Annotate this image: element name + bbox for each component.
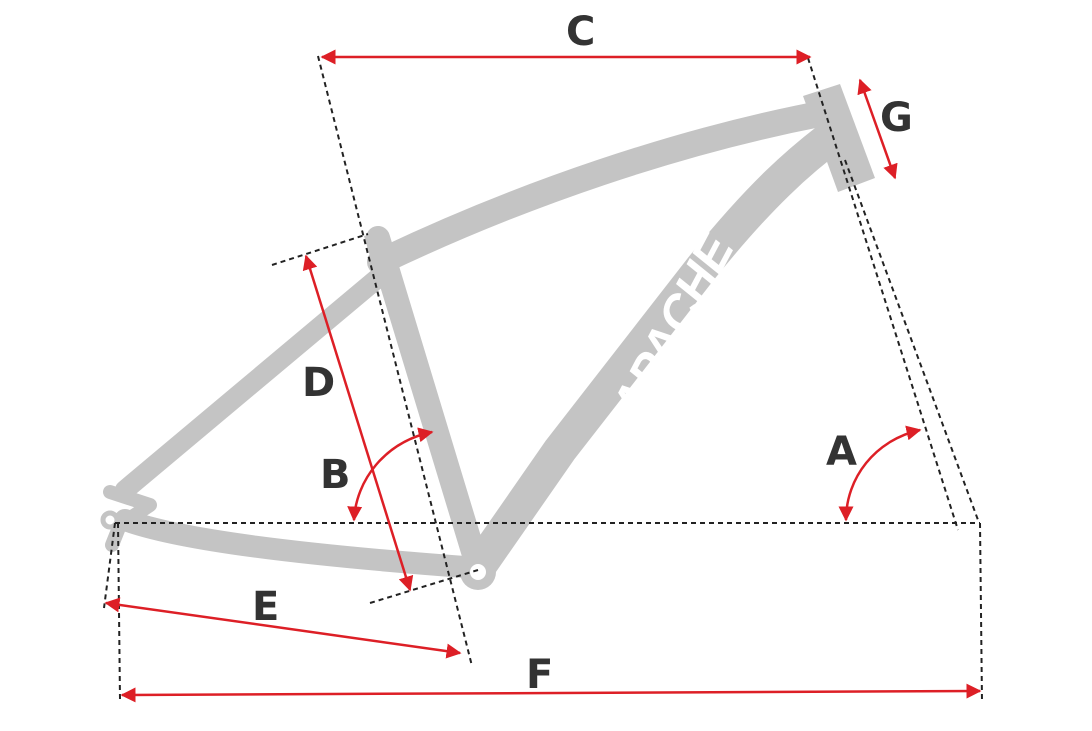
rear-dropout [103,485,157,552]
dimension-a-arc [838,425,922,522]
rear-axle [100,510,120,530]
seat-top-tick [271,233,369,266]
chain-stay [114,509,489,579]
label-c: C [566,9,595,55]
head-tube [803,84,875,192]
dimension-arrows [104,49,982,703]
seat-tube [366,226,490,580]
dimension-d-arrow [302,254,414,592]
dimension-g-arrow [857,78,898,180]
head-axis-line-1 [807,57,959,531]
guide-lines [103,55,983,703]
brand-logo-text: APACHE [599,224,745,432]
dimension-labels: A B C D E F G [252,9,913,698]
top-tube [367,99,843,275]
label-b: B [320,452,351,498]
frame [103,99,855,585]
label-g: G [880,95,913,141]
bottom-bracket-hole [470,564,486,580]
label-d: D [302,360,335,406]
label-a: A [826,429,857,475]
label-f: F [526,652,553,698]
dimension-f-arrow [120,683,982,703]
seat-axis-line [317,55,473,667]
front-vertical-line [979,522,983,703]
dimension-b-arc [347,427,434,522]
head-axis-line-2 [844,159,979,521]
label-e: E [252,584,279,630]
rear-vertical-line [117,522,121,701]
seat-collar [364,230,392,256]
dimension-e-arrow [104,597,462,659]
